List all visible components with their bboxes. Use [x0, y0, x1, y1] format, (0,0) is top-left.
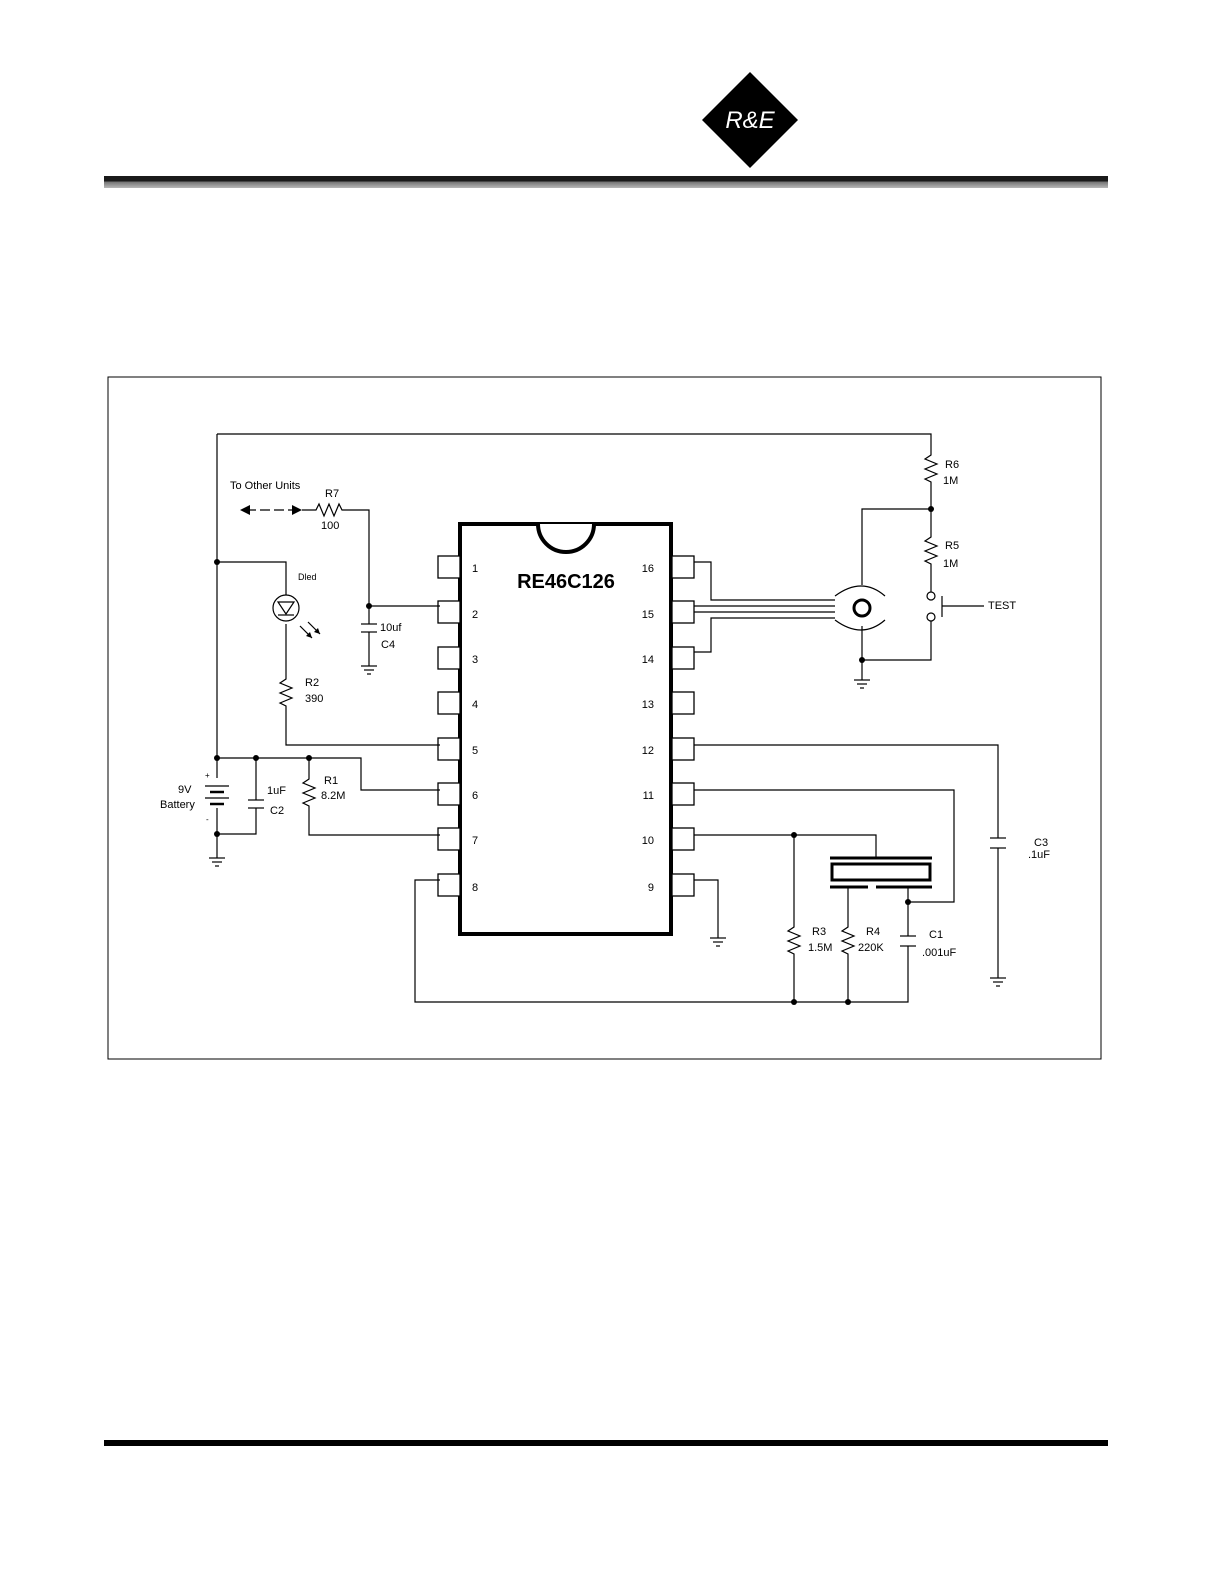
- pin-13-lead: [671, 691, 695, 715]
- footer-rule: [104, 1440, 1108, 1446]
- c2-value: 1uF: [267, 785, 286, 797]
- r3-value: 1.5M: [808, 942, 832, 954]
- other-units-arrow: [240, 505, 302, 515]
- pin-4-label: 4: [472, 699, 478, 711]
- pin-3-label: 3: [472, 654, 478, 666]
- r7-value: 100: [321, 520, 339, 532]
- pin-9-lead: [671, 873, 695, 897]
- capacitor-c1: [900, 935, 916, 947]
- capacitor-c2: [248, 799, 264, 809]
- logo-text: R&E: [725, 107, 775, 134]
- resistor-r5: [923, 534, 939, 568]
- to-other-units-label: To Other Units: [230, 480, 301, 492]
- pin-2-label: 2: [472, 609, 478, 621]
- wires: [216, 433, 999, 1003]
- pin-10-label: 10: [642, 835, 654, 847]
- c2-name: C2: [270, 805, 284, 817]
- chip-part-label: RE46C126: [517, 571, 615, 593]
- r1-name: R1: [324, 775, 338, 787]
- r2-value: 390: [305, 693, 323, 705]
- pin-1-lead: [437, 555, 461, 579]
- pin-11-lead: [671, 782, 695, 806]
- pin-2-lead: [437, 600, 461, 624]
- c4-name: C4: [381, 639, 395, 651]
- battery-voltage: 9V: [178, 784, 192, 796]
- c3-value: .1uF: [1028, 849, 1050, 861]
- test-label: TEST: [988, 600, 1016, 612]
- pin-12-label: 12: [642, 745, 654, 757]
- pin-3-lead: [437, 646, 461, 670]
- pin-6-lead: [437, 782, 461, 806]
- c1-value: .001uF: [922, 947, 957, 959]
- capacitor-c3: [990, 837, 1006, 849]
- resistor-r7: [302, 502, 343, 518]
- pin-9-label: 9: [648, 882, 654, 894]
- r4-value: 220K: [858, 942, 884, 954]
- c3-name: C3: [1034, 837, 1048, 849]
- resistor-r4: [840, 924, 856, 956]
- pin-13-label: 13: [642, 699, 654, 711]
- pin-11-label: 11: [643, 790, 654, 802]
- pin-5-label: 5: [472, 745, 478, 757]
- c1-name: C1: [929, 929, 943, 941]
- resistor-r6: [923, 452, 939, 484]
- header-rule: [104, 176, 1108, 188]
- battery-minus: -: [206, 815, 209, 824]
- r6-name: R6: [945, 459, 959, 471]
- pin-14-label: 14: [642, 654, 654, 666]
- r7-name: R7: [325, 488, 339, 500]
- battery-plus: +: [205, 771, 210, 780]
- pin-8-lead: [437, 873, 461, 897]
- r1-value: 8.2M: [321, 790, 345, 802]
- pin-4-lead: [437, 691, 461, 715]
- junction-dots: [214, 506, 934, 1005]
- battery-icon: [205, 778, 229, 808]
- component-labels: To Other Units R7 100 Dled 10uf C4 R2 39…: [160, 459, 1050, 959]
- r5-name: R5: [945, 540, 959, 552]
- pin-12-lead: [671, 737, 695, 761]
- piezo-transducer: [830, 856, 932, 889]
- schematic-frame: [107, 376, 1102, 1060]
- resistor-r1: [301, 776, 317, 808]
- pin-16-label: 16: [642, 563, 654, 575]
- capacitor-c4: [361, 623, 377, 633]
- r4-name: R4: [866, 926, 880, 938]
- horn-icon: [834, 585, 886, 631]
- pin-8-label: 8: [472, 882, 478, 894]
- ic-chip: RE46C126: [458, 522, 673, 936]
- c4-value: 10uf: [380, 622, 402, 634]
- re-logo: R&E: [702, 72, 798, 168]
- pin-5-lead: [437, 737, 461, 761]
- pin-15-lead: [671, 600, 695, 624]
- pin-10-lead: [671, 827, 695, 851]
- battery-label: Battery: [160, 799, 195, 811]
- pin-1-label: 1: [472, 563, 478, 575]
- pin-7-label: 7: [472, 835, 478, 847]
- r5-value: 1M: [943, 558, 958, 570]
- pin-14-lead: [671, 646, 695, 670]
- led-icon: [272, 594, 321, 639]
- pin-16-lead: [671, 555, 695, 579]
- resistor-r3: [786, 924, 802, 956]
- r3-name: R3: [812, 926, 826, 938]
- resistor-r2: [278, 676, 294, 708]
- pin-15-label: 15: [642, 609, 654, 621]
- test-switch: [926, 591, 984, 622]
- r6-value: 1M: [943, 475, 958, 487]
- led-label: Dled: [298, 572, 317, 582]
- pin-6-label: 6: [472, 790, 478, 802]
- pin-7-lead: [437, 827, 461, 851]
- ground-icon: [209, 665, 1006, 987]
- r2-name: R2: [305, 677, 319, 689]
